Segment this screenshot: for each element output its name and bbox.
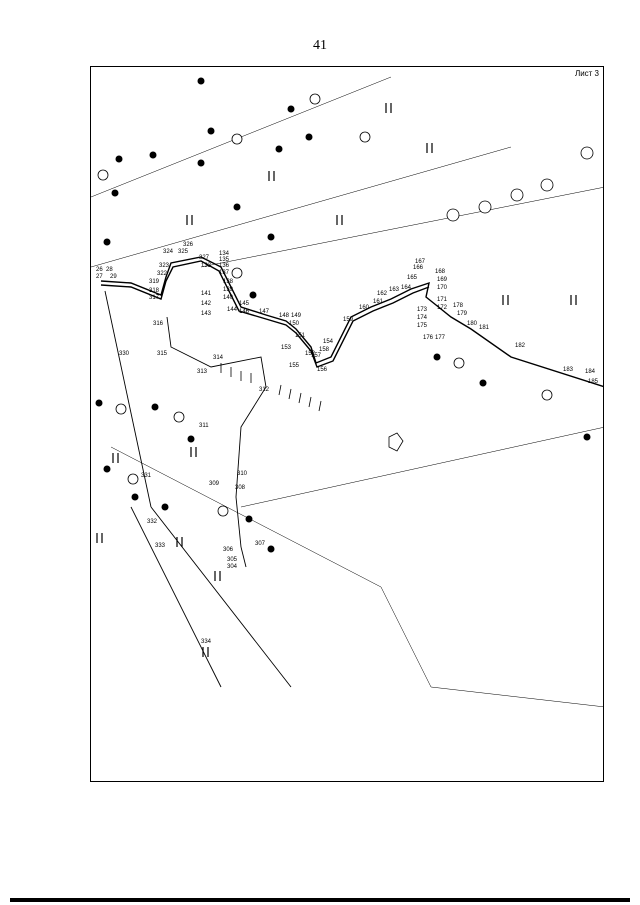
cadastral-map: Лист 3 xyxy=(90,66,604,782)
vertex-label: 172 xyxy=(437,305,448,311)
vertex-label: 157 xyxy=(311,353,322,359)
vertex-label: 133 xyxy=(201,263,212,269)
vertex-label: 173 xyxy=(417,307,428,313)
vertex-label: 318 xyxy=(149,288,160,294)
vertex-label: 28 xyxy=(106,267,113,273)
vertex-label: 158 xyxy=(319,347,330,353)
vertex-label: 179 xyxy=(457,311,468,317)
footer-rule xyxy=(10,898,630,902)
vertex-label: 169 xyxy=(437,277,448,283)
vertex-label: 185 xyxy=(588,379,599,385)
vertex-label: 322 xyxy=(157,271,168,277)
vertex-label: 170 xyxy=(437,285,448,291)
vertex-label: 319 xyxy=(149,279,160,285)
vertex-label: 29 xyxy=(110,274,117,280)
vertex-label: 156 xyxy=(317,367,328,373)
vertex-label: 154 xyxy=(323,339,334,345)
vertex-label: 171 xyxy=(437,297,448,303)
vertex-label: 183 xyxy=(563,367,574,373)
vertex-label: 304 xyxy=(227,564,238,570)
vertex-label: 311 xyxy=(199,423,209,429)
vertex-label: 149 xyxy=(291,313,302,319)
vertex-label: 323 xyxy=(159,263,170,269)
vertex-label: 159 xyxy=(343,317,354,323)
vertex-label: 316 xyxy=(153,321,164,327)
vertex-label: 310 xyxy=(237,471,248,477)
vertex-label: 309 xyxy=(209,481,220,487)
vertex-label: 325 xyxy=(178,249,189,255)
vertex-label: 324 xyxy=(163,249,174,255)
parcel-lines xyxy=(104,290,292,688)
tree-symbols-open xyxy=(97,93,594,517)
boundary-lines xyxy=(91,76,603,708)
vertex-label: 312 xyxy=(259,387,270,393)
vertex-label: 327 xyxy=(199,255,210,261)
vertex-label: 136 xyxy=(219,263,230,269)
vertex-label: 313 xyxy=(197,369,208,375)
page-number: 41 xyxy=(313,38,327,53)
vertex-label: 147 xyxy=(259,309,270,315)
stone-symbol xyxy=(388,432,404,452)
vertex-label: 180 xyxy=(467,321,478,327)
vertex-label: 165 xyxy=(407,275,418,281)
vertex-label: 146 xyxy=(239,309,250,315)
vertex-label: 307 xyxy=(255,541,266,547)
vertex-label: 331 xyxy=(141,473,152,479)
vertex-label: 155 xyxy=(289,363,300,369)
vertex-label: 152 xyxy=(305,351,316,357)
vertex-label: 317 xyxy=(149,295,160,301)
vertex-label: 160 xyxy=(359,305,370,311)
vertex-label: 306 xyxy=(223,547,234,553)
vertex-label: 151 xyxy=(295,333,306,339)
vertex-label: 138 xyxy=(223,279,234,285)
vertex-label: 326 xyxy=(183,242,194,248)
vertex-label: 143 xyxy=(201,311,212,317)
vertex-label: 163 xyxy=(389,287,400,293)
vertex-label: 184 xyxy=(585,369,596,375)
vertex-label: 27 xyxy=(96,274,103,280)
grass-symbols xyxy=(96,103,577,657)
vertex-label: 137 xyxy=(219,270,230,276)
vertex-label: 182 xyxy=(515,343,526,349)
vertex-label: 174 xyxy=(417,315,428,321)
vertex-label: 334 xyxy=(201,639,212,645)
vertex-label: 167 xyxy=(415,259,426,265)
vertex-label: 181 xyxy=(479,325,490,331)
vertex-label: 134 xyxy=(219,251,230,257)
vertex-label: 178 xyxy=(453,303,464,309)
vertex-label: 175 xyxy=(417,323,428,329)
vertex-label: 135 xyxy=(219,257,230,263)
hatch-marks xyxy=(220,363,322,412)
vertex-label: 148 xyxy=(279,313,290,319)
vertex-label: 26 xyxy=(96,267,103,273)
vertex-label: 161 xyxy=(373,299,384,305)
vertex-label: 305 xyxy=(227,557,238,563)
vertex-label: 315 xyxy=(157,351,168,357)
vertex-label: 142 xyxy=(201,301,212,307)
tree-symbols-filled xyxy=(95,77,591,553)
vertex-label: 166 xyxy=(413,265,424,271)
map-drawing: 26 28 27 29 322 323 324 325 326 327 133 … xyxy=(91,76,603,708)
vertex-label: 177 xyxy=(435,335,446,341)
vertex-label: 332 xyxy=(147,519,158,525)
vertex-label: 314 xyxy=(213,355,224,361)
vertex-label: 140 xyxy=(223,295,234,301)
vertex-labels: 26 28 27 29 322 323 324 325 326 327 133 … xyxy=(96,242,599,645)
vertex-label: 330 xyxy=(119,351,130,357)
vertex-label: 308 xyxy=(235,485,246,491)
vertex-label: 150 xyxy=(289,321,300,327)
vertex-label: 164 xyxy=(401,285,412,291)
vertex-label: 168 xyxy=(435,269,446,275)
vertex-label: 145 xyxy=(239,301,250,307)
vertex-label: 333 xyxy=(155,543,166,549)
vertex-label: 153 xyxy=(281,345,292,351)
vertex-label: 144 xyxy=(227,307,238,313)
sheet-label: Лист 3 xyxy=(574,69,599,78)
vertex-label: 176 xyxy=(423,335,434,341)
vertex-label: 162 xyxy=(377,291,388,297)
road-lines xyxy=(100,256,603,388)
vertex-label: 139 xyxy=(223,287,234,293)
vertex-label: 141 xyxy=(201,291,212,297)
